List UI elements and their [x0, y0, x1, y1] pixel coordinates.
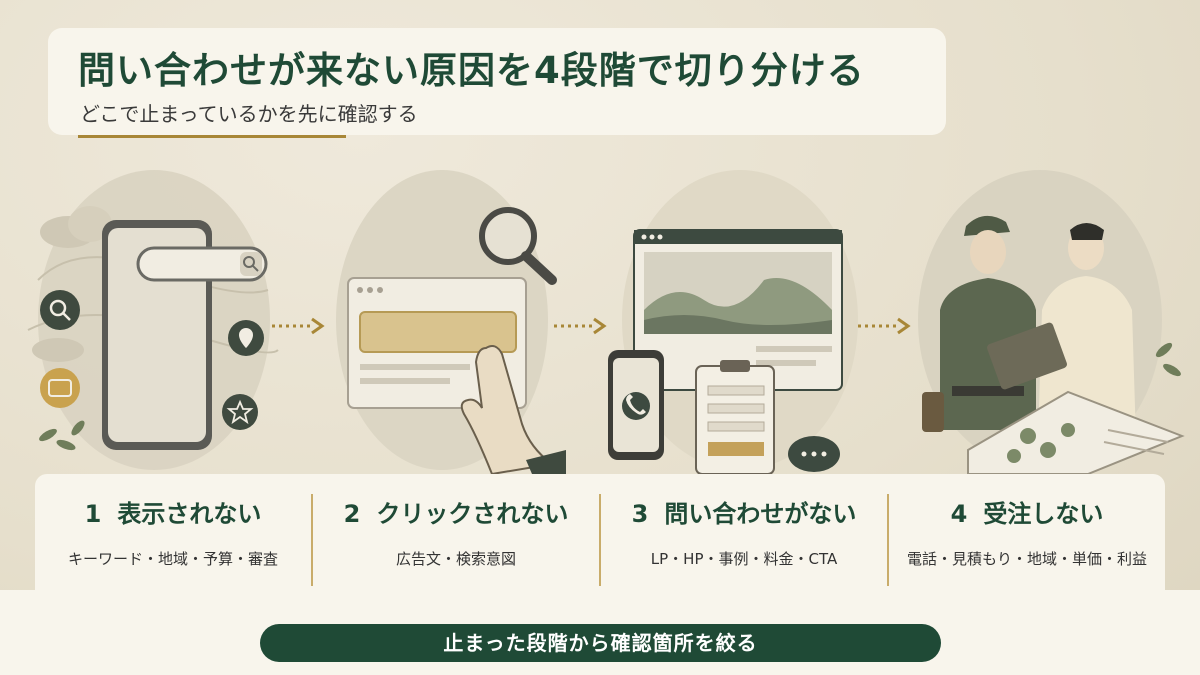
illustration-landing-page — [608, 170, 858, 474]
stage-1: 1 表示されない キーワード・地域・予算・審査 — [35, 474, 311, 590]
stage-1-number: 1 — [84, 500, 102, 528]
stage-4: 4 受注しない 電話・見積もり・地域・単価・利益 — [889, 474, 1165, 590]
wallet-icon — [40, 368, 80, 408]
location-pin-icon — [228, 320, 264, 356]
worker-figure — [922, 215, 1036, 432]
stage-4-items: 電話・見積もり・地域・単価・利益 — [906, 550, 1147, 568]
leaf-icon — [1155, 342, 1181, 377]
blueprint-plan — [967, 390, 1185, 474]
phone-icon — [608, 350, 664, 460]
stage-4-label: 受注しない — [983, 500, 1104, 528]
stage-2-label: クリックされない — [376, 500, 569, 528]
search-icon — [40, 290, 80, 330]
illustration-ad-click — [336, 170, 566, 474]
page-title: 問い合わせが来ない原因を4段階で切り分ける — [78, 49, 865, 92]
stage-1-label: 表示されない — [117, 500, 262, 528]
stage-2: 2 クリックされない 広告文・検索意図 — [313, 474, 599, 590]
title-card — [48, 28, 946, 135]
stage-divider — [887, 494, 889, 586]
star-icon — [222, 394, 258, 430]
stage-3-title: 3 問い合わせがない — [601, 494, 887, 529]
page-subtitle: どこで止まっているかを先に確認する — [80, 102, 418, 126]
illustration-search-phone — [27, 170, 279, 470]
illustration-consultation — [918, 170, 1185, 474]
title-underline — [78, 135, 346, 138]
summary-banner: 止まった段階から確認箇所を絞る — [260, 624, 941, 662]
pointing-hand-icon — [460, 345, 566, 474]
arrow-right-icon — [272, 317, 325, 335]
stage-3-number: 3 — [631, 500, 649, 528]
stage-4-number: 4 — [950, 500, 968, 528]
stage-3-label: 問い合わせがない — [664, 500, 857, 528]
cloud-icon — [32, 206, 112, 362]
arrow-right-icon — [858, 317, 911, 335]
stage-divider — [311, 494, 313, 586]
stage-1-title: 1 表示されない — [35, 494, 311, 529]
magnifier-icon — [479, 207, 557, 285]
stage-1-items: キーワード・地域・予算・審査 — [67, 550, 278, 568]
stage-divider — [599, 494, 601, 586]
clipboard-icon — [695, 360, 775, 474]
stage-2-number: 2 — [343, 500, 361, 528]
stage-4-title: 4 受注しない — [889, 494, 1165, 529]
stage-2-title: 2 クリックされない — [313, 494, 599, 529]
stage-2-items: 広告文・検索意図 — [395, 550, 516, 568]
leaf-icon — [39, 420, 85, 451]
chat-bubble-icon — [788, 436, 840, 472]
stage-3-items: LP・HP・事例・料金・CTA — [650, 550, 838, 568]
arrow-right-icon — [554, 317, 607, 335]
stage-3: 3 問い合わせがない LP・HP・事例・料金・CTA — [601, 474, 887, 590]
